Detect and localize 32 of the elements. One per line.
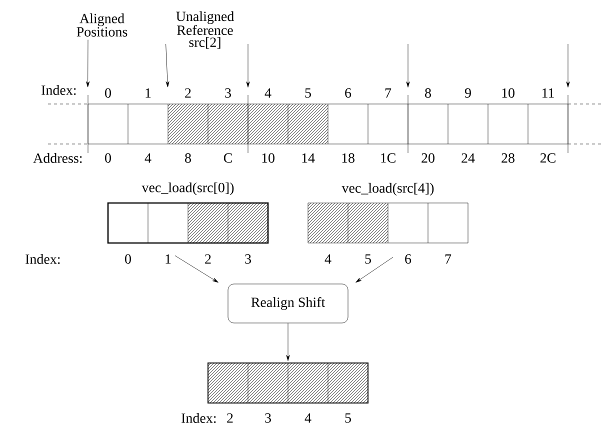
vector-label: vec_load(src[0])	[142, 182, 234, 196]
annotation-text: Unaligned Reference src[2]	[176, 11, 234, 49]
axis-label: Index:	[26, 254, 60, 264]
annotation-text: Aligned Positions	[76, 13, 128, 37]
vector-box	[208, 362, 368, 404]
cell-number: 5	[365, 254, 371, 264]
cell-number: 1C	[381, 153, 396, 163]
process-box: Realign Shift	[228, 284, 348, 324]
cell-number: 8	[185, 153, 191, 163]
cell-number: 6	[405, 254, 412, 264]
arrow	[166, 44, 170, 88]
arrow	[286, 323, 290, 361]
arrow	[86, 40, 90, 88]
cell-number: 18	[342, 153, 354, 163]
cell-number: 4	[324, 254, 332, 264]
axis-label: Address:	[33, 153, 82, 163]
cell-number: 3	[245, 254, 251, 264]
axis-label: Index:	[42, 85, 76, 95]
cell-number: 0	[105, 153, 111, 163]
cell-number: 24	[462, 153, 475, 163]
cell-number: 10	[262, 153, 274, 163]
arrow	[174, 255, 218, 283]
cell-number: 20	[422, 153, 434, 163]
cell-number: C	[224, 153, 232, 163]
cell-number: 4	[144, 153, 152, 163]
arrow	[356, 257, 394, 283]
cell-number: 1	[166, 254, 171, 264]
vector-label: vec_load(src[4])	[342, 182, 434, 196]
memory-array-drawing	[88, 104, 568, 144]
cell-number: 2	[205, 254, 211, 264]
axis-label: Index:	[182, 413, 216, 423]
cell-number: 14	[302, 153, 315, 163]
